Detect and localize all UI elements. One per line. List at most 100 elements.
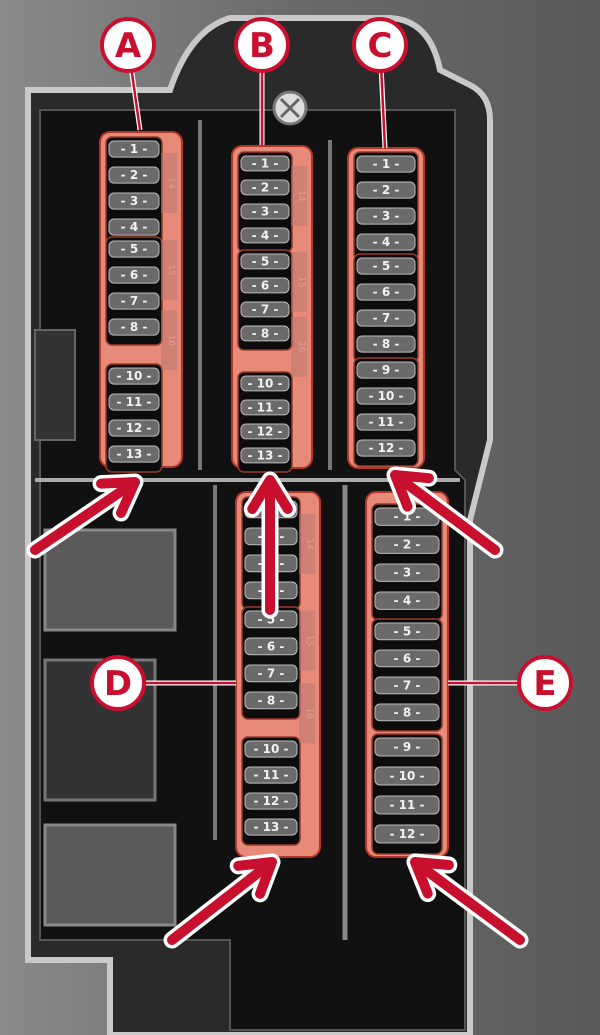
- fuse-slot-11[interactable]: - 11 -: [244, 766, 298, 784]
- fuse-slot-10[interactable]: - 10 -: [240, 375, 290, 392]
- side-fuse-slot[interactable]: [291, 252, 307, 312]
- side-fuse-number: 14: [304, 538, 314, 550]
- fuse-slot-11[interactable]: - 11 -: [240, 399, 290, 416]
- fuse-number: - 10 -: [389, 769, 424, 783]
- side-fuse-slot[interactable]: [161, 240, 177, 300]
- fuse-number: - 8 -: [258, 693, 285, 707]
- side-fuse-slot[interactable]: [299, 514, 315, 574]
- side-fuse-slot[interactable]: [291, 166, 307, 226]
- fuse-slot-4[interactable]: - 4 -: [240, 227, 290, 244]
- fuse-slot-3[interactable]: - 3 -: [374, 563, 440, 582]
- fuse-number: - 8 -: [121, 320, 148, 334]
- fuse-number: - 3 -: [394, 566, 421, 580]
- side-fuse-slot[interactable]: [299, 683, 315, 744]
- fuse-slot-13[interactable]: - 13 -: [240, 447, 290, 464]
- fuse-number: - 11 -: [389, 798, 424, 812]
- fuse-slot-2[interactable]: - 2 -: [374, 535, 440, 554]
- fuse-slot-8[interactable]: - 8 -: [356, 335, 416, 353]
- fuse-slot-1[interactable]: - 1 -: [240, 155, 290, 172]
- fuse-number: - 1 -: [394, 510, 421, 524]
- fuse-slot-10[interactable]: - 10 -: [374, 766, 440, 786]
- fuse-slot-7[interactable]: - 7 -: [356, 309, 416, 327]
- fuse-slot-8[interactable]: - 8 -: [374, 703, 440, 722]
- fuse-number: - 6 -: [373, 285, 400, 299]
- fuse-slot-9[interactable]: - 9 -: [374, 737, 440, 757]
- pointer-arrow: [406, 853, 529, 949]
- fuse-number: - 10 -: [253, 742, 288, 756]
- fuse-slot-12[interactable]: - 12 -: [240, 423, 290, 440]
- side-rail: [34, 329, 76, 441]
- callout-label: E: [533, 664, 556, 704]
- fuse-slot-3[interactable]: - 3 -: [108, 192, 160, 210]
- fuse-number: - 7 -: [258, 666, 285, 680]
- side-fuse-slot[interactable]: [161, 153, 177, 213]
- callout-d: D: [90, 655, 236, 711]
- fuse-slot-3[interactable]: - 3 -: [356, 207, 416, 225]
- fuse-number: - 9 -: [373, 363, 400, 377]
- fuse-slot-12[interactable]: - 12 -: [356, 439, 416, 457]
- fuse-slot-11[interactable]: - 11 -: [356, 413, 416, 431]
- fuse-slot-8[interactable]: - 8 -: [244, 691, 298, 710]
- fuse-slot-6[interactable]: - 6 -: [108, 266, 160, 284]
- fuse-slot-10[interactable]: - 10 -: [108, 367, 160, 385]
- fuse-slot-1[interactable]: - 1 -: [356, 155, 416, 173]
- fuse-slot-9[interactable]: - 9 -: [356, 361, 416, 379]
- fuse-slot-4[interactable]: - 4 -: [374, 591, 440, 610]
- fuse-slot-6[interactable]: - 6 -: [374, 649, 440, 668]
- fuse-slot-5[interactable]: - 5 -: [240, 253, 290, 270]
- fuse-slot-7[interactable]: - 7 -: [244, 664, 298, 683]
- fuse-number: - 1 -: [121, 142, 148, 156]
- side-fuse-slot[interactable]: [291, 316, 307, 377]
- fuse-number: - 10 -: [116, 369, 151, 383]
- fuse-number: - 3 -: [121, 194, 148, 208]
- fuse-slot-12[interactable]: - 12 -: [244, 792, 298, 810]
- fuse-panel-e: - 1 - - 2 - - 3 - - 4 - - 5 - - 6 - - 7 - - 8 -…: [365, 491, 449, 858]
- side-fuse-slot[interactable]: [161, 310, 177, 371]
- fuse-slot-10[interactable]: - 10 -: [244, 740, 298, 758]
- fuse-slot-5[interactable]: - 5 -: [374, 622, 440, 641]
- callout-label: C: [368, 26, 393, 66]
- fuse-slot-4[interactable]: - 4 -: [108, 218, 160, 236]
- fuse-slot-5[interactable]: - 5 -: [356, 257, 416, 275]
- side-fuse-number: 14: [296, 190, 306, 202]
- fuse-slot-1[interactable]: - 1 -: [108, 140, 160, 158]
- fuse-slot-13[interactable]: - 13 -: [108, 445, 160, 463]
- fuse-slot-2[interactable]: - 2 -: [240, 179, 290, 196]
- fuse-slot-13[interactable]: - 13 -: [244, 818, 298, 836]
- fuse-slot-12[interactable]: - 12 -: [108, 419, 160, 437]
- fuse-slot-8[interactable]: - 8 -: [240, 325, 290, 342]
- pointer-arrow: [243, 471, 297, 619]
- fuse-number: - 11 -: [368, 415, 403, 429]
- fuse-number: - 2 -: [121, 168, 148, 182]
- fuse-number: - 11 -: [247, 400, 282, 414]
- fuse-slot-2[interactable]: - 2 -: [356, 181, 416, 199]
- fuse-number: - 6 -: [121, 268, 148, 282]
- fuse-number: - 12 -: [253, 794, 288, 808]
- fuse-slot-8[interactable]: - 8 -: [108, 318, 160, 336]
- fuse-number: - 5 -: [394, 624, 421, 638]
- fuse-slot-11[interactable]: - 11 -: [374, 795, 440, 815]
- relay-block: [43, 823, 177, 927]
- fuse-number: - 5 -: [252, 254, 279, 268]
- fuse-slot-1[interactable]: - 1 -: [374, 507, 440, 526]
- side-fuse-slot[interactable]: [299, 610, 315, 671]
- fuse-slot-5[interactable]: - 5 -: [108, 240, 160, 258]
- callout-c: C: [352, 17, 408, 149]
- fuse-number: - 6 -: [394, 651, 421, 665]
- fuse-number: - 3 -: [373, 209, 400, 223]
- fuse-slot-7[interactable]: - 7 -: [374, 676, 440, 695]
- fuse-slot-7[interactable]: - 7 -: [108, 292, 160, 310]
- fuse-slot-6[interactable]: - 6 -: [244, 637, 298, 656]
- fuse-slot-12[interactable]: - 12 -: [374, 824, 440, 844]
- fuse-slot-2[interactable]: - 2 -: [108, 166, 160, 184]
- fuse-slot-11[interactable]: - 11 -: [108, 393, 160, 411]
- fuse-panel-a: - 1 - - 2 - - 3 - - 4 - - 5 - - 6 - - 7 - - 8 -…: [99, 131, 183, 473]
- fuse-slot-3[interactable]: - 3 -: [240, 203, 290, 220]
- callout-a: A: [100, 17, 156, 131]
- fuse-slot-6[interactable]: - 6 -: [240, 277, 290, 294]
- fuse-slot-4[interactable]: - 4 -: [356, 233, 416, 251]
- fuse-slot-6[interactable]: - 6 -: [356, 283, 416, 301]
- fuse-slot-10[interactable]: - 10 -: [356, 387, 416, 405]
- fuse-slot-7[interactable]: - 7 -: [240, 301, 290, 318]
